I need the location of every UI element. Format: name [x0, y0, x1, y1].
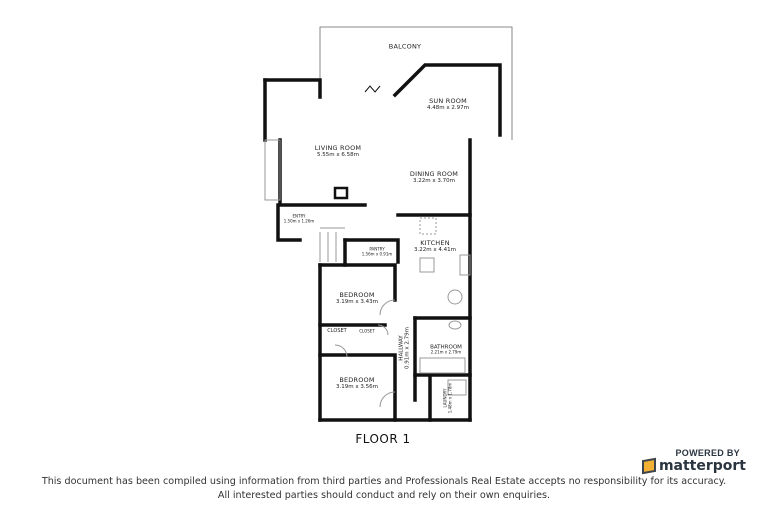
room-balcony: BALCONY	[388, 42, 422, 51]
room-name: DINING ROOM	[409, 170, 459, 179]
room-name: BEDROOM	[339, 291, 375, 300]
room-dims: 1.56m x 0.91m	[361, 251, 393, 256]
room-name: LIVING ROOM	[314, 144, 362, 153]
room-name: KITCHEN	[420, 239, 450, 248]
balcony-outline	[319, 26, 513, 140]
room-dims: 3.22m x 3.70m	[413, 178, 455, 185]
room-closet-small: CLOSET	[359, 328, 375, 334]
room-dims: 3.19m x 3.56m	[336, 384, 378, 391]
room-name: SUN ROOM	[429, 97, 467, 106]
disclaimer-line-2: All interested parties should conduct an…	[217, 490, 551, 501]
disclaimer-line-1: This document has been compiled using in…	[41, 476, 727, 487]
room-dims: 1.50m x 1.26m	[283, 218, 315, 223]
matterport-cube-icon	[641, 457, 656, 475]
room-name: BEDROOM	[339, 376, 375, 385]
room-dims: 5.55m x 6.58m	[317, 152, 359, 159]
walls	[263, 63, 502, 422]
room-name: PANTRY	[369, 246, 385, 252]
room-dims: 1.48m x 1.78m	[447, 382, 452, 414]
room-dims: 3.19m x 3.43m	[336, 299, 378, 306]
room-name: ENTRY	[292, 213, 306, 219]
room-closet: CLOSET	[327, 328, 347, 335]
floor-label: FLOOR 1	[355, 432, 411, 446]
room-dims: 0.91m x 2.79m	[405, 327, 411, 369]
room-name: BATHROOM	[430, 344, 462, 351]
matterport-logo: matterport	[641, 457, 746, 475]
room-dims: 2.21m x 2.79m	[430, 349, 462, 355]
room-dims: 3.22m x 4.41m	[414, 247, 456, 254]
powered-by-label: POWERED BY	[675, 448, 740, 458]
fixtures	[264, 85, 471, 408]
room-dims: 4.48m x 2.97m	[427, 105, 469, 112]
matterport-wordmark: matterport	[658, 458, 746, 474]
